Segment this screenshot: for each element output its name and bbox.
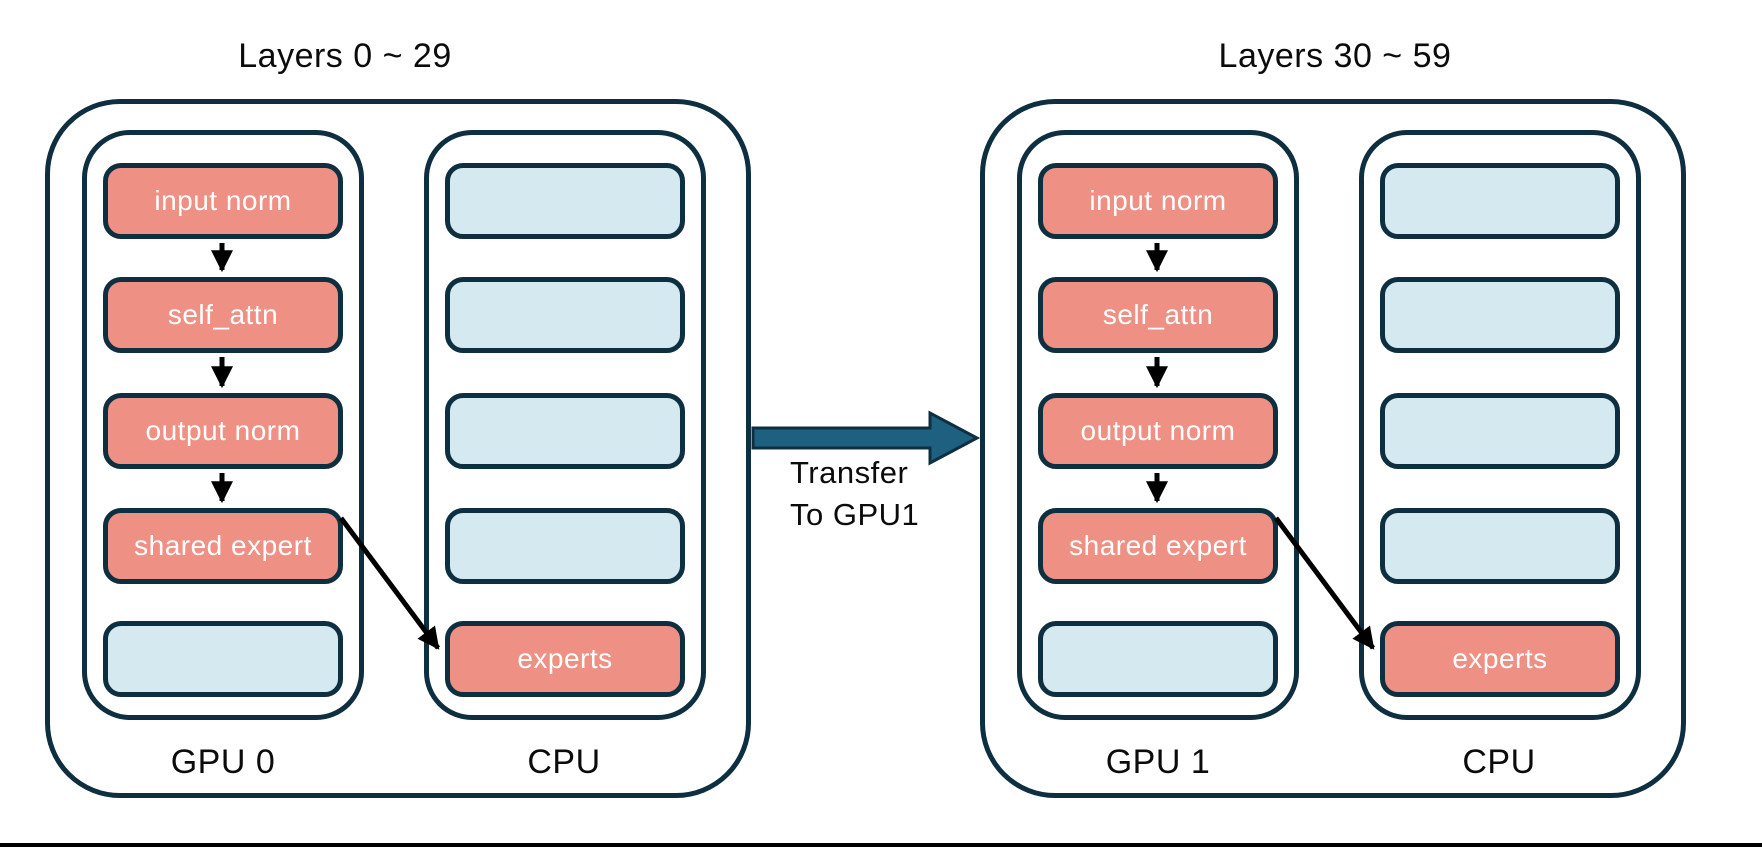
block-experts: experts [445,621,685,697]
block-empty [1380,163,1620,239]
cpu-label-right: CPU [1462,743,1536,781]
block-input-norm: input norm [103,163,343,239]
group-title-layers-0-29: Layers 0 ~ 29 [238,37,452,75]
block-empty [445,508,685,584]
block-empty [1038,621,1278,697]
block-input-norm: input norm [1038,163,1278,239]
cpu-column-right: experts [1359,130,1641,720]
gpu1-column: input norm self_attn output norm shared … [1017,130,1299,720]
block-empty [1380,393,1620,469]
block-empty [445,277,685,353]
block-output-norm: output norm [1038,393,1278,469]
transfer-label-line1: Transfer [790,455,909,490]
block-empty [1380,277,1620,353]
transfer-label: Transfer To GPU1 [790,452,919,536]
block-self-attn: self_attn [103,277,343,353]
block-empty [103,621,343,697]
gpu1-label: GPU 1 [1105,743,1211,781]
transfer-label-line2: To GPU1 [790,497,920,532]
block-empty [445,393,685,469]
block-empty [1380,508,1620,584]
group-title-layers-30-59: Layers 30 ~ 59 [1218,37,1452,75]
block-shared-expert: shared expert [1038,508,1278,584]
block-shared-expert: shared expert [103,508,343,584]
bottom-border-line [0,843,1762,847]
gpu0-label: GPU 0 [170,743,276,781]
cpu-column-left: experts [424,130,706,720]
cpu-label-left: CPU [527,743,601,781]
block-self-attn: self_attn [1038,277,1278,353]
gpu0-column: input norm self_attn output norm shared … [82,130,364,720]
block-output-norm: output norm [103,393,343,469]
block-empty [445,163,685,239]
block-experts: experts [1380,621,1620,697]
